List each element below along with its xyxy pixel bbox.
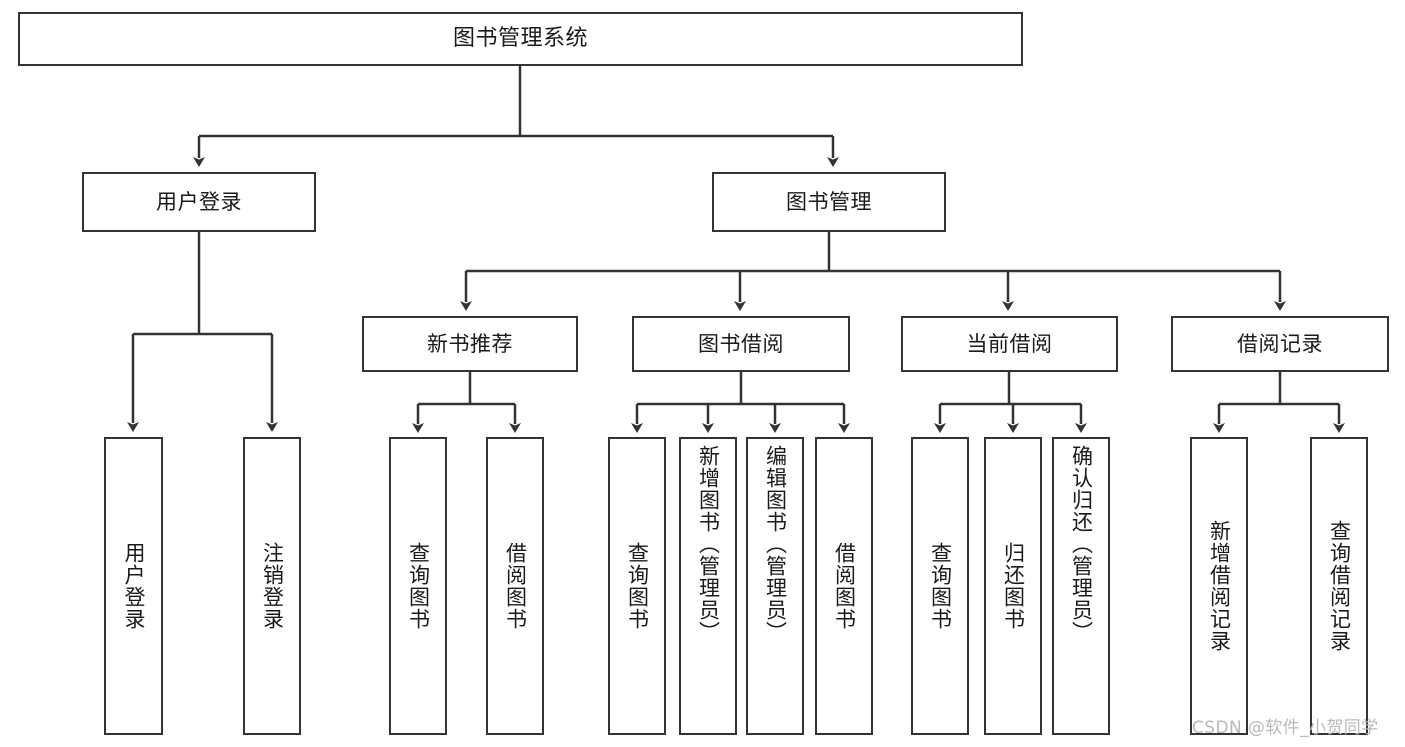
node-new-book-recommend[interactable]: 新书推荐 (362, 316, 578, 372)
edge-bookmgmt-to-level2 (460, 232, 1286, 311)
node-book-management[interactable]: 图书管理 (712, 172, 946, 232)
node-leaf-confirm-return-admin-label: 确认归还（管理员） (1069, 445, 1094, 643)
node-leaf-edit-book-admin-label: 编辑图书（管理员） (763, 445, 788, 643)
node-root[interactable]: 图书管理系统 (18, 12, 1023, 66)
node-root-label: 图书管理系统 (452, 26, 588, 52)
node-user-login-label: 用户登录 (156, 189, 242, 214)
node-leaf-borrow-book-recommend-label: 借阅图书 (503, 542, 528, 630)
node-leaf-query-book-current-label: 查询图书 (928, 542, 953, 630)
node-leaf-add-book-admin-label: 新增图书（管理员） (696, 445, 721, 643)
node-leaf-add-borrow-record-label: 新增借阅记录 (1207, 520, 1232, 652)
node-book-borrow[interactable]: 图书借阅 (632, 316, 850, 372)
node-leaf-edit-book-admin[interactable]: 编辑图书（管理员） (746, 437, 804, 735)
edge-root-to-level1 (193, 66, 839, 167)
edge-bookborrow-to-leaves (631, 372, 850, 433)
node-leaf-confirm-return-admin[interactable]: 确认归还（管理员） (1052, 437, 1110, 735)
node-leaf-borrow-book-label: 借阅图书 (832, 542, 857, 630)
node-leaf-borrow-book[interactable]: 借阅图书 (815, 437, 873, 735)
node-leaf-query-borrow-record-label: 查询借阅记录 (1327, 520, 1352, 652)
node-borrow-record[interactable]: 借阅记录 (1171, 316, 1389, 372)
edge-newbook-to-leaves (412, 372, 521, 433)
node-leaf-user-login-label: 用户登录 (121, 542, 146, 630)
node-borrow-record-label: 借阅记录 (1237, 331, 1323, 356)
edge-borrowrecord-to-leaves (1213, 372, 1345, 433)
node-leaf-add-book-admin[interactable]: 新增图书（管理员） (679, 437, 737, 735)
node-book-management-label: 图书管理 (786, 189, 872, 214)
node-leaf-logout-label: 注销登录 (260, 542, 285, 630)
node-leaf-return-book[interactable]: 归还图书 (984, 437, 1042, 735)
node-leaf-add-borrow-record[interactable]: 新增借阅记录 (1190, 437, 1248, 735)
node-leaf-borrow-book-recommend[interactable]: 借阅图书 (486, 437, 544, 735)
csdn-watermark: CSDN @软件_小贺同学 (1192, 718, 1379, 738)
node-leaf-query-book[interactable]: 查询图书 (608, 437, 666, 735)
node-leaf-query-book-label: 查询图书 (625, 542, 650, 630)
node-leaf-query-book-current[interactable]: 查询图书 (911, 437, 969, 735)
node-current-borrow-label: 当前借阅 (966, 331, 1053, 356)
node-leaf-query-borrow-record[interactable]: 查询借阅记录 (1310, 437, 1368, 735)
node-current-borrow[interactable]: 当前借阅 (901, 316, 1118, 372)
edge-userlogin-to-leaves (127, 232, 278, 432)
node-book-borrow-label: 图书借阅 (698, 331, 784, 356)
node-leaf-query-book-recommend[interactable]: 查询图书 (389, 437, 447, 735)
node-leaf-query-book-recommend-label: 查询图书 (406, 542, 431, 630)
node-user-login[interactable]: 用户登录 (82, 172, 316, 232)
node-leaf-logout[interactable]: 注销登录 (243, 437, 301, 735)
edge-currentborrow-to-leaves (934, 372, 1087, 433)
node-new-book-recommend-label: 新书推荐 (427, 331, 513, 356)
node-leaf-return-book-label: 归还图书 (1001, 542, 1026, 630)
node-leaf-user-login[interactable]: 用户登录 (104, 437, 163, 735)
